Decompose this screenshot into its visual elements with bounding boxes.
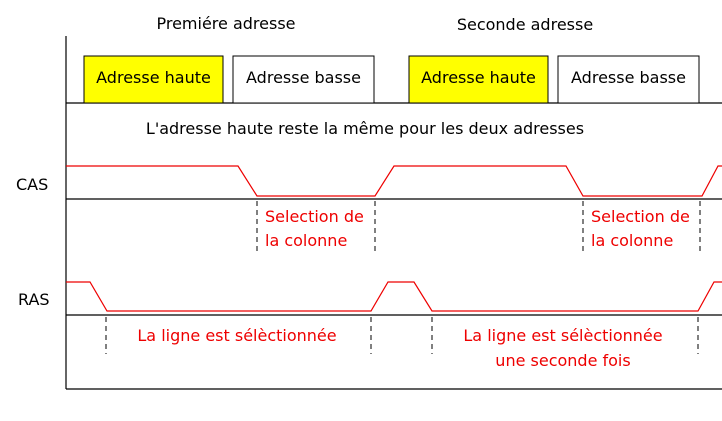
cas-annotation-2-line2: la colonne (591, 231, 673, 250)
ras-label: RAS (18, 290, 50, 309)
ras-annotation-2-line2: une seconde fois (495, 351, 630, 370)
header-second-address: Seconde adresse (457, 15, 593, 34)
address-box-high-1-label: Adresse haute (96, 68, 211, 87)
cas-waveform (66, 165, 722, 197)
address-box-high-1: Adresse haute (83, 55, 224, 104)
ras-annotation-1: La ligne est sélèctionnée (137, 326, 336, 345)
ras-annotation-2-line1: La ligne est sélèctionnée (463, 326, 662, 345)
address-box-high-2: Adresse haute (408, 55, 549, 104)
address-box-low-2-label: Adresse basse (571, 68, 686, 87)
address-box-high-2-label: Adresse haute (421, 68, 536, 87)
cas-label: CAS (16, 175, 48, 194)
cas-annotation-1-line1: Selection de (265, 207, 364, 226)
ras-waveform (66, 281, 722, 312)
cas-annotation-1-line2: la colonne (265, 231, 347, 250)
header-first-address: Premiére adresse (156, 14, 295, 33)
note-text: L'adresse haute reste la même pour les d… (146, 119, 584, 138)
address-box-low-1: Adresse basse (232, 55, 375, 104)
address-box-low-1-label: Adresse basse (246, 68, 361, 87)
address-box-low-2: Adresse basse (557, 55, 700, 104)
cas-annotation-2-line1: Selection de (591, 207, 690, 226)
